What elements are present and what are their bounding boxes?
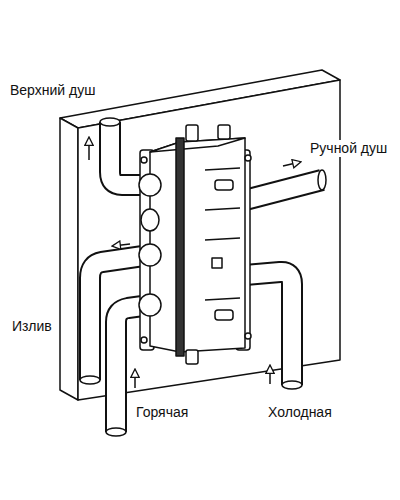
pipe-label: Верхний душ	[8, 82, 97, 99]
pipe-label: Излив	[10, 318, 54, 335]
valve-body	[139, 125, 251, 364]
wall-panel	[60, 70, 340, 400]
pipes	[80, 118, 326, 436]
pipe-label: Горячая	[134, 404, 190, 421]
flow-arrows	[89, 138, 300, 388]
pipe-label: Холодная	[266, 404, 334, 421]
pipe-label: Ручной душ	[308, 140, 389, 157]
